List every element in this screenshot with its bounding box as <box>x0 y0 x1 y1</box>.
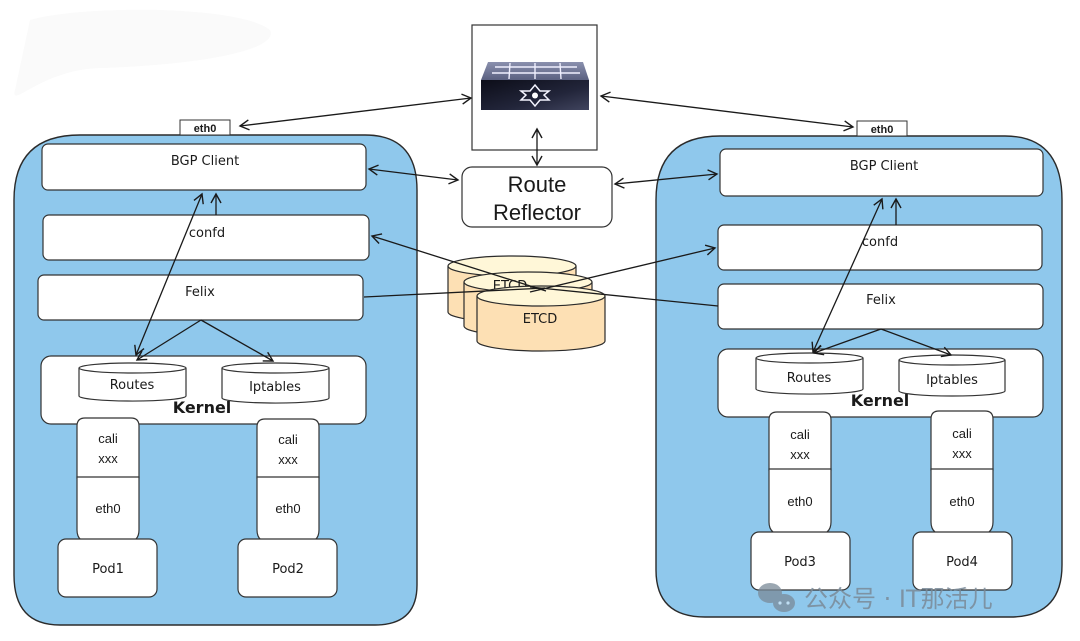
etcd-label-3: ETCD <box>523 312 557 327</box>
node-right-kernel-label: Kernel <box>851 391 910 410</box>
node-left-pod2-label: Pod2 <box>272 562 304 577</box>
node-right-pod4-stack: cali xxx eth0 Pod4 <box>912 410 1013 591</box>
link-switch-right-eth0 <box>599 91 855 132</box>
network-switch-icon <box>481 62 589 110</box>
node-left-routes-label: Routes <box>110 378 155 393</box>
link-right-felix-routes <box>812 328 882 356</box>
node-right-bgp-client <box>719 148 1044 197</box>
node-right-eth0-label: eth0 <box>871 124 894 136</box>
node-left-iptables-label: Iptables <box>249 380 301 395</box>
node-right: eth0 BGP Client confd Felix Kernel Route… <box>655 120 1063 618</box>
node-left-pod2-veth-label-2: xxx <box>278 452 298 467</box>
etcd-cylinder-3: ETCD <box>476 285 606 352</box>
switch-group <box>471 24 598 151</box>
node-right-pod3-veth-label-1: cali <box>790 427 810 442</box>
node-right-pod3 <box>750 531 851 591</box>
node-left-confd <box>42 214 370 261</box>
background-smudge <box>14 9 271 96</box>
node-left-pod2 <box>237 538 338 598</box>
node-right-pod3-stack: cali xxx eth0 Pod3 <box>750 411 851 591</box>
node-left-pod2-eth0-label: eth0 <box>275 501 300 516</box>
wechat-icon <box>758 583 795 612</box>
node-left-pod1 <box>57 538 158 598</box>
link-right-felix-etcd <box>529 286 719 307</box>
node-left-kernel-label: Kernel <box>173 398 232 417</box>
node-left-pod1-veth-label-2: xxx <box>98 451 118 466</box>
route-reflector-label-1: Route <box>508 172 567 197</box>
route-reflector: Route Reflector <box>461 166 613 228</box>
node-left-felix-label: Felix <box>185 285 215 300</box>
link-left-bgp-routes <box>134 192 204 357</box>
node-right-pod4-label: Pod4 <box>946 555 978 570</box>
node-right-routes-label: Routes <box>787 371 832 386</box>
node-right-pod4-veth-label-1: cali <box>952 426 972 441</box>
node-right-pod4-veth-label-2: xxx <box>952 446 972 461</box>
node-right-pod3-eth0-label: eth0 <box>787 494 812 509</box>
node-right-pod3-label: Pod3 <box>784 555 816 570</box>
connectors <box>134 91 953 362</box>
node-right-pod4-eth0-label: eth0 <box>949 494 974 509</box>
node-right-felix-label: Felix <box>866 293 896 308</box>
node-left-routes-table: Routes <box>78 362 187 402</box>
link-etcd-left-confd <box>370 233 547 292</box>
link-right-felix-iptables <box>880 328 953 358</box>
node-left-pod2-veth-label-1: cali <box>278 432 298 447</box>
link-route-reflector-right-bgp <box>613 169 719 189</box>
node-left: eth0 BGP Client confd Felix Kernel Route… <box>13 119 418 626</box>
node-left-pod1-eth0-label: eth0 <box>95 501 120 516</box>
route-reflector-label-2: Reflector <box>493 200 581 225</box>
watermark-text: 公众号 · IT那活儿 <box>804 585 993 613</box>
node-left-bgp-client-label: BGP Client <box>171 154 239 169</box>
node-right-iptables-label: Iptables <box>926 373 978 388</box>
node-left-iptables-table: Iptables <box>221 362 330 404</box>
link-left-felix-iptables <box>200 319 275 362</box>
node-right-pod3-veth-label-2: xxx <box>790 447 810 462</box>
link-right-bgp-routes <box>811 197 884 354</box>
link-left-felix-routes <box>135 319 202 361</box>
node-left-pod2-stack: cali xxx eth0 Pod2 <box>237 418 338 598</box>
node-right-eth0-box <box>856 120 908 137</box>
node-left-confd-label: confd <box>189 226 225 241</box>
node-right-bgp-client-label: BGP Client <box>850 159 918 174</box>
node-right-pod4 <box>912 531 1013 591</box>
link-left-eth0-switch <box>238 93 473 131</box>
node-right-confd-label: confd <box>862 235 898 250</box>
node-left-pod1-veth-label-1: cali <box>98 431 118 446</box>
etcd-label-1: ETCD <box>495 264 529 279</box>
watermark: 公众号 · IT那活儿 <box>758 583 993 613</box>
node-right-routes-table: Routes <box>755 352 864 395</box>
node-left-bgp-client <box>41 143 367 191</box>
node-left-eth0-box <box>179 119 231 136</box>
node-right-iptables-table: Iptables <box>898 354 1006 397</box>
link-left-felix-etcd <box>363 287 546 298</box>
node-left-pod1-stack: cali xxx eth0 Pod1 <box>57 417 158 598</box>
link-left-bgp-route-reflector <box>367 164 460 185</box>
node-left-eth0-label: eth0 <box>194 123 217 135</box>
link-etcd-right-confd <box>529 244 717 293</box>
etcd-cluster: ETCD ETCD <box>447 255 606 352</box>
node-left-pod1-label: Pod1 <box>92 562 124 577</box>
